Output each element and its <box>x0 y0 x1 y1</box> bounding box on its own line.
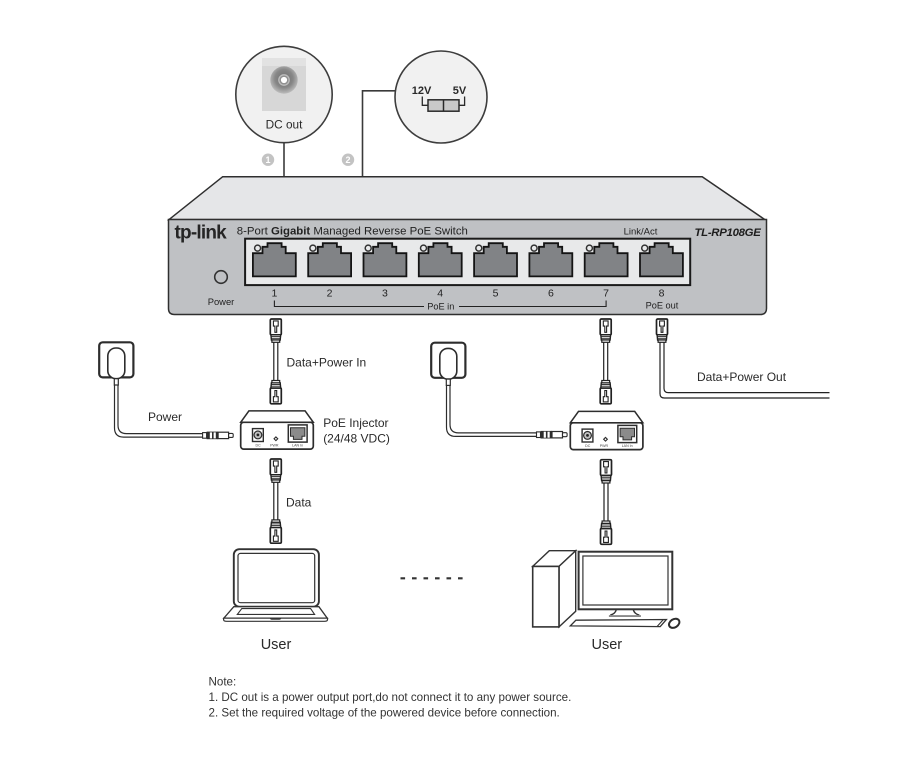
svg-text:Data: Data <box>286 495 312 509</box>
svg-text:Data+Power In: Data+Power In <box>287 356 367 370</box>
svg-text:Data+Power Out: Data+Power Out <box>697 370 787 384</box>
svg-text:5V: 5V <box>453 85 467 97</box>
svg-text:Note:: Note: <box>209 676 237 689</box>
svg-text:1: 1 <box>265 155 270 165</box>
svg-text:PWR: PWR <box>270 443 279 447</box>
svg-text:PoE in: PoE in <box>427 301 454 311</box>
svg-text:6: 6 <box>548 288 554 300</box>
svg-text:2: 2 <box>345 155 350 165</box>
svg-text:8: 8 <box>659 288 665 300</box>
svg-text:User: User <box>261 637 292 653</box>
svg-text:2. Set the required voltage of: 2. Set the required voltage of the power… <box>209 707 560 720</box>
svg-text:DC out: DC out <box>266 117 303 131</box>
svg-text:PWR: PWR <box>600 444 609 448</box>
svg-text:1: 1 <box>271 288 277 300</box>
svg-text:PoE Injector: PoE Injector <box>323 416 388 430</box>
svg-text:8-Port Gigabit Managed Reverse: 8-Port Gigabit Managed Reverse PoE Switc… <box>237 225 468 237</box>
svg-text:PoE out: PoE out <box>646 301 679 311</box>
svg-text:tp-link: tp-link <box>175 223 228 244</box>
svg-text:Power: Power <box>148 410 182 424</box>
svg-text:DC: DC <box>585 444 591 448</box>
svg-text:Link/Act: Link/Act <box>624 227 658 238</box>
svg-text:1. DC out is a power output po: 1. DC out is a power output port,do not … <box>209 691 572 704</box>
svg-text:5: 5 <box>493 288 499 300</box>
svg-text:7: 7 <box>603 288 609 300</box>
svg-text:LAN In: LAN In <box>622 444 633 448</box>
svg-text:User: User <box>591 637 622 653</box>
svg-text:DC: DC <box>255 443 261 447</box>
svg-text:Power: Power <box>208 296 235 307</box>
svg-text:LAN In: LAN In <box>292 443 303 447</box>
svg-text:2: 2 <box>327 288 333 300</box>
svg-text:TL-RP108GE: TL-RP108GE <box>695 227 762 239</box>
svg-text:12V: 12V <box>412 85 432 97</box>
svg-text:3: 3 <box>382 288 388 300</box>
svg-text:(24/48 VDC): (24/48 VDC) <box>323 432 390 446</box>
svg-text:4: 4 <box>437 288 443 300</box>
